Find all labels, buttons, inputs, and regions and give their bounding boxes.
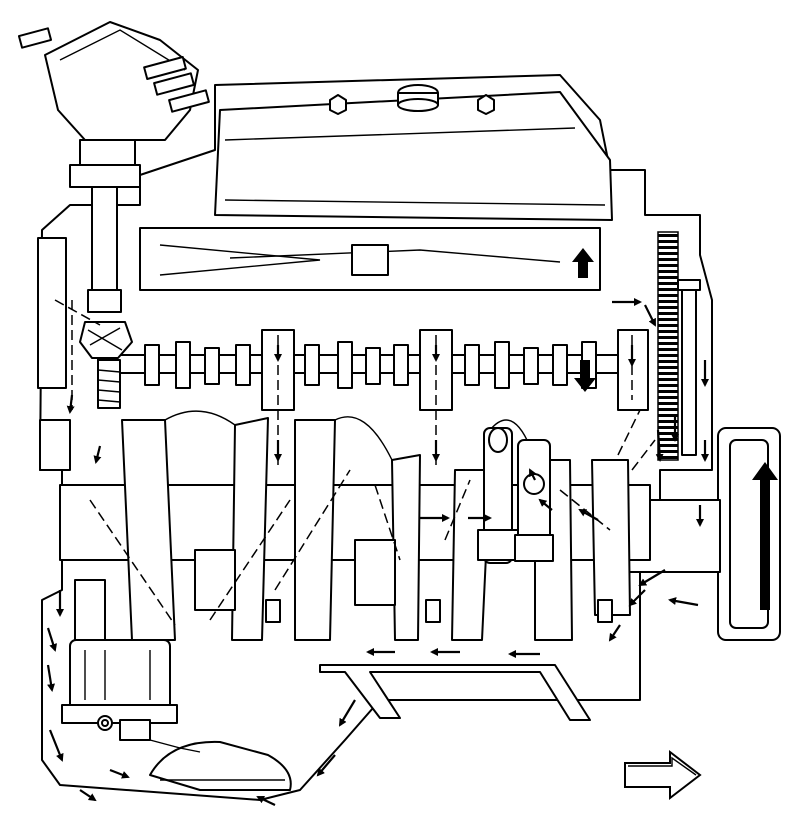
gallery-block-mid xyxy=(351,244,389,276)
pressure-arrow-down xyxy=(574,360,596,392)
front-cover-bolt xyxy=(681,284,697,456)
pressure-arrow-up xyxy=(572,248,594,278)
oil-pump xyxy=(61,579,178,741)
oil-pan-baffle xyxy=(319,664,591,721)
lifter-bore-2 xyxy=(419,329,453,470)
valve-cover xyxy=(214,91,613,221)
lifter-bore-1 xyxy=(261,329,295,470)
main-bearing-bolts xyxy=(265,599,613,623)
oil-fill-cap xyxy=(397,84,439,112)
front-bearing-housing xyxy=(37,237,67,389)
oil-pickup xyxy=(149,739,292,791)
crankshaft xyxy=(59,410,651,641)
valve-cover-bolt-right xyxy=(477,94,495,115)
connecting-rod-2 xyxy=(514,439,554,562)
oil-flow-arrows xyxy=(46,298,709,806)
camshaft xyxy=(97,341,619,389)
connecting-rod-1 xyxy=(477,427,519,564)
lifter-bore-3 xyxy=(617,329,649,411)
crankshaft-pulley xyxy=(717,427,781,641)
valve-cover-bolt-left xyxy=(329,94,347,115)
distributor-drive-gear xyxy=(79,321,133,409)
distributor xyxy=(17,21,210,313)
oil-passages xyxy=(54,299,656,626)
front-direction-arrow xyxy=(624,749,702,801)
timing-chain xyxy=(657,231,679,461)
